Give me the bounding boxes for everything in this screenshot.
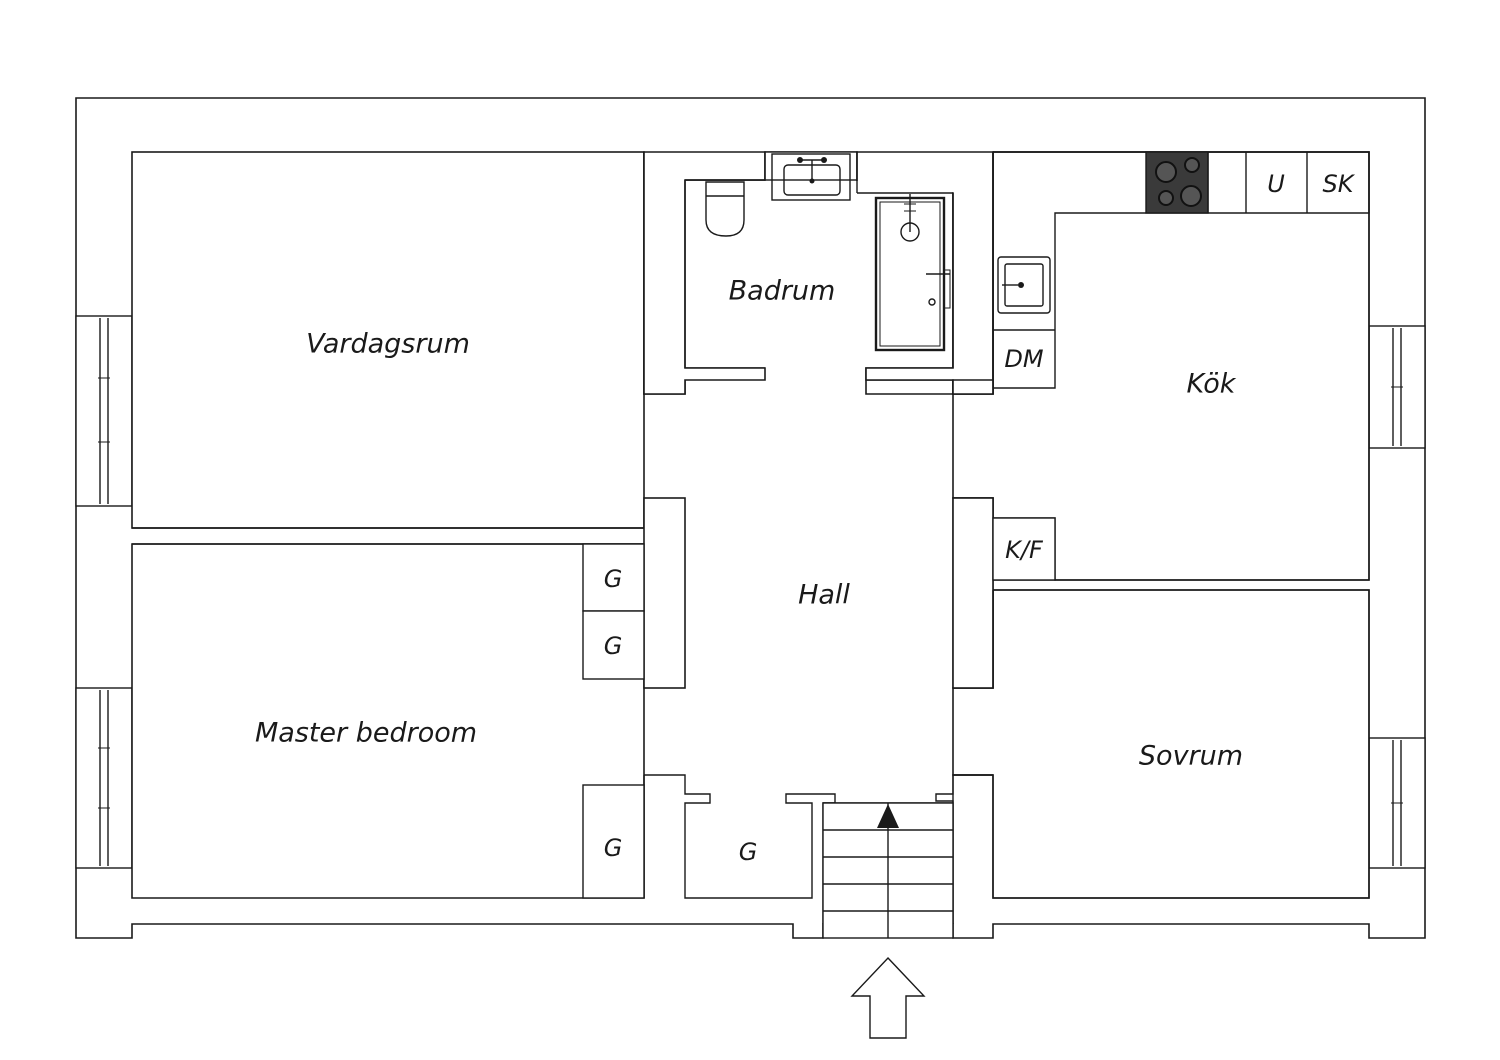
label-wardrobe-3: G: [604, 834, 623, 862]
kitchen-counter: [992, 151, 1370, 581]
window-bedroom: [1368, 737, 1426, 869]
room-label-master: Master bedroom: [255, 718, 477, 749]
label-fridge-freezer: K/F: [1005, 536, 1044, 564]
wardrobe-2: [582, 610, 645, 680]
room-label-bedroom: Sovrum: [1139, 741, 1243, 772]
kitchen-walls: [952, 151, 1370, 689]
stairs-icon: [822, 802, 954, 939]
wall-hall-left: [643, 497, 686, 689]
label-dishwasher: DM: [1004, 345, 1043, 373]
window-master: [75, 687, 133, 869]
label-wardrobe-2: G: [604, 632, 623, 660]
hall-floor: [686, 395, 952, 497]
window-living: [75, 315, 133, 507]
shower-icon: [874, 194, 951, 352]
entrance-arrow-icon: [850, 956, 926, 1039]
bath-sink-icon: [771, 153, 851, 201]
room-label-kitchen: Kök: [1187, 369, 1237, 400]
wall-hall-right: [952, 497, 994, 689]
room-label-living: Vardagsrum: [306, 329, 470, 360]
wardrobe-3: [582, 784, 645, 899]
hall-floor-mid: [645, 688, 952, 774]
room-label-hall: Hall: [798, 580, 850, 611]
window-kitchen: [1368, 325, 1426, 449]
room-living: [131, 151, 645, 529]
label-wardrobe-1: G: [604, 565, 623, 593]
label-oven: U: [1267, 170, 1285, 198]
fridge-freezer: [992, 517, 1056, 581]
wardrobe-1: [582, 543, 645, 612]
kitchen-sink-icon: [997, 256, 1051, 314]
bathroom-walls: [643, 151, 994, 395]
label-cabinet: SK: [1323, 170, 1356, 198]
label-closet-hall: G: [739, 838, 758, 866]
room-label-bath: Badrum: [729, 276, 836, 307]
toilet-icon: [705, 181, 745, 237]
